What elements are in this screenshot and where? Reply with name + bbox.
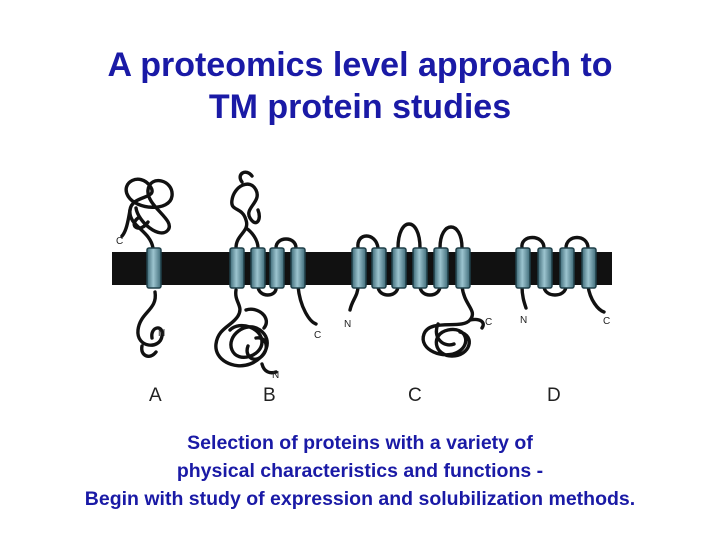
- helix-b-3: [269, 247, 285, 289]
- protein-d-loop-3: [564, 235, 590, 250]
- panel-label-b: B: [263, 385, 276, 406]
- helix-d-4: [581, 247, 597, 289]
- protein-d-n-tail: [520, 284, 528, 310]
- slide-title: A proteomics level approach to TM protei…: [0, 44, 720, 128]
- protein-c-n-tail: [348, 284, 360, 312]
- protein-b-n-tail: [260, 362, 278, 375]
- helix-c-5: [433, 247, 449, 289]
- protein-d-n-terminal-label: N: [520, 315, 527, 326]
- protein-b-c-tail: [296, 284, 318, 326]
- helix-c-3: [391, 247, 407, 289]
- helix-d-1: [515, 247, 531, 289]
- helix-b-1: [229, 247, 245, 289]
- protein-a-c-terminal-label: C: [116, 236, 123, 247]
- caption-line-2: physical characteristics and functions -: [176, 460, 544, 482]
- panel-label-a: A: [149, 385, 162, 406]
- protein-b-n-terminal-label: N: [272, 370, 279, 381]
- protein-a-c-tail: [120, 208, 132, 238]
- slide-caption: Selection of proteins with a variety of …: [0, 429, 720, 513]
- caption-line-3: Begin with study of expression and solub…: [84, 488, 636, 510]
- panel-label-d: D: [547, 385, 561, 406]
- helix-b-2: [250, 247, 266, 289]
- helix-d-3: [559, 247, 575, 289]
- panel-label-c: C: [408, 385, 422, 406]
- protein-b-intracellular-domain: [214, 288, 269, 368]
- title-line-2: TM protein studies: [208, 88, 512, 126]
- helix-c-4: [412, 247, 428, 289]
- helix-c-1: [351, 247, 367, 289]
- protein-b-loop-2: [274, 237, 298, 250]
- protein-d-c-terminal-label: C: [603, 316, 610, 327]
- helix-c-2: [371, 247, 387, 289]
- helix-c-6: [455, 247, 471, 289]
- protein-d-c-tail: [586, 284, 606, 314]
- helix-a-1: [146, 247, 162, 289]
- protein-c-loop-1: [356, 234, 380, 250]
- protein-a-extracellular-domain: [124, 177, 174, 250]
- tm-protein-topology-diagram: C N C N N C N C A B C D: [112, 170, 612, 406]
- helix-b-4: [290, 247, 306, 289]
- protein-c-c-terminal-label: C: [485, 317, 492, 328]
- protein-a-n-terminal-label: N: [158, 328, 165, 339]
- protein-b-c-terminal-label: C: [314, 330, 321, 341]
- protein-c-intracellular-domain: [421, 284, 485, 358]
- protein-d-loop-1: [520, 235, 546, 250]
- protein-c-n-terminal-label: N: [344, 319, 351, 330]
- title-line-1: A proteomics level approach to: [107, 46, 613, 84]
- helix-d-2: [537, 247, 553, 289]
- protein-c-loop-5: [438, 225, 464, 250]
- protein-c-loop-3: [396, 222, 422, 250]
- protein-a-intracellular-domain: [136, 290, 164, 358]
- protein-b-extracellular-domain: [230, 170, 261, 250]
- caption-line-1: Selection of proteins with a variety of: [187, 432, 533, 454]
